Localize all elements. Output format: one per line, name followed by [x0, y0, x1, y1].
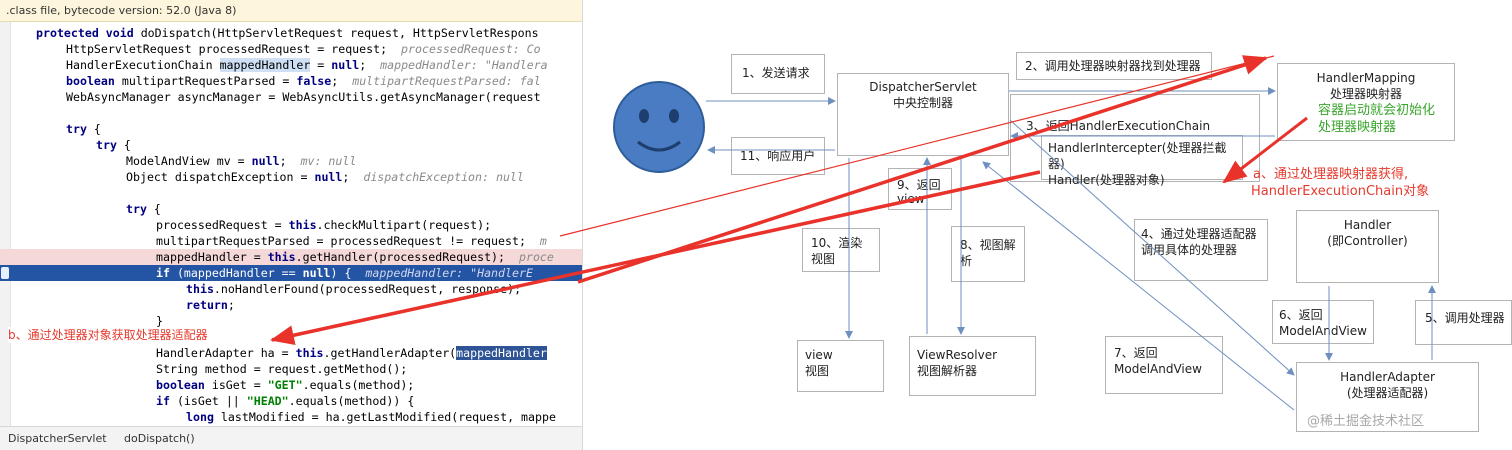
step-5-call-handler: 5、调用处理器: [1415, 300, 1512, 345]
code-line[interactable]: long lastModified = ha.getLastModified(r…: [186, 410, 556, 424]
code-line[interactable]: if (isGet || "HEAD".equals(method)) {: [156, 394, 415, 408]
note-container-init: 容器启动就会初始化处理器映射器: [1318, 103, 1436, 135]
execution-point-icon: [1, 267, 9, 279]
breadcrumb-method[interactable]: doDispatch(): [124, 432, 195, 445]
code-line[interactable]: HandlerExecutionChain mappedHandler = nu…: [66, 58, 548, 72]
code-line[interactable]: protected void doDispatch(HttpServletReq…: [36, 26, 539, 40]
code-line[interactable]: this.noHandlerFound(processedRequest, re…: [186, 282, 522, 296]
code-line[interactable]: return;: [186, 298, 235, 312]
code-line[interactable]: }: [156, 314, 163, 328]
code-line[interactable]: try {: [126, 202, 161, 216]
code-line[interactable]: HandlerAdapter ha = this.getHandlerAdapt…: [156, 346, 547, 360]
code-line[interactable]: [0, 105, 582, 121]
code-line[interactable]: multipartRequestParsed = processedReques…: [156, 234, 547, 248]
ide-pane: .class file, bytecode version: 52.0 (Jav…: [0, 0, 583, 450]
code-line[interactable]: WebAsyncManager asyncManager = WebAsyncU…: [66, 90, 541, 104]
breadcrumb-class[interactable]: DispatcherServlet: [8, 432, 107, 445]
watermark: @稀土掘金技术社区: [1307, 414, 1425, 429]
code-line-current[interactable]: if (mappedHandler == null) { mappedHandl…: [0, 265, 582, 281]
flow-arrows: [706, 87, 1436, 411]
arrow-7: [982, 161, 1295, 411]
code-line[interactable]: boolean isGet = "GET".equals(method);: [156, 378, 415, 392]
code-line[interactable]: Object dispatchException = null; dispatc…: [126, 170, 524, 184]
code-line[interactable]: boolean multipartRequestParsed = false; …: [66, 74, 541, 88]
code-line[interactable]: HttpServletRequest processedRequest = re…: [66, 42, 541, 56]
code-line-executed[interactable]: mappedHandler = this.getHandler(processe…: [0, 249, 582, 265]
handler-adapter-box: HandlerAdapter(处理器适配器): [1296, 362, 1479, 432]
breadcrumb: DispatcherServlet doDispatch(): [0, 426, 582, 450]
code-line[interactable]: String method = request.getMethod();: [156, 362, 408, 376]
code-line[interactable]: ModelAndView mv = null; mv: null: [126, 154, 357, 168]
code-line[interactable]: try {: [96, 138, 131, 152]
class-file-banner: .class file, bytecode version: 52.0 (Jav…: [0, 0, 582, 22]
handler-controller-box: Handler(即Controller): [1296, 210, 1439, 283]
code-line[interactable]: processedRequest = this.checkMultipart(r…: [156, 218, 492, 232]
annotation-b: b、通过处理器对象获取处理器适配器: [8, 327, 208, 343]
arrow-4: [1009, 119, 1295, 376]
code-line[interactable]: [0, 185, 582, 201]
code-line[interactable]: try {: [66, 122, 101, 136]
editor-gutter[interactable]: [0, 22, 11, 426]
